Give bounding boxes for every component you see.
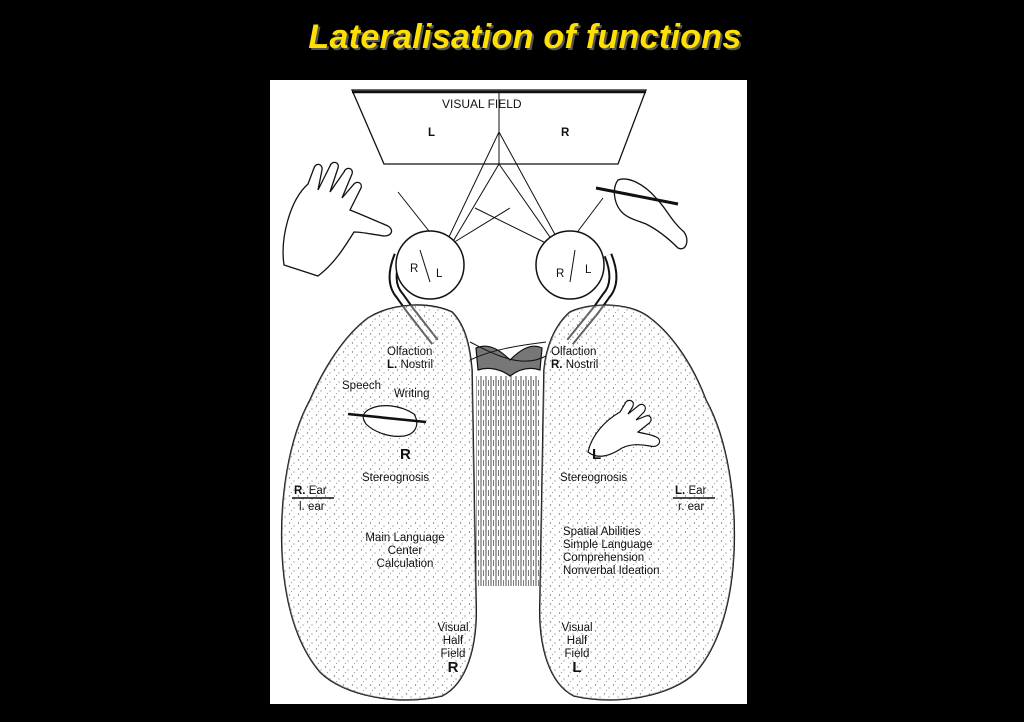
left-hemisphere-side-letter: R [400,446,411,463]
stereognosis-hand-icon [587,399,661,457]
slide-title: Lateralisation of functions [308,18,742,56]
corpus-callosum [476,376,540,586]
right-olfaction-label: Olfaction [551,346,597,358]
brain-lateralisation-figure: VISUAL FIELD L R R L R L Olfaction L. No… [270,80,747,704]
left-hand-icon [282,161,393,277]
right-nostril-label: R. Nostril [551,359,599,371]
visual-field-left-label: L [428,127,436,139]
right-stereognosis-label: Stereognosis [560,472,628,484]
left-eye-l-label: L [436,268,443,280]
right-ear-weak-label: r. ear [678,501,705,513]
left-eyeball [388,230,465,345]
right-ear-strong-label: L. Ear [675,485,707,497]
speech-label: Speech [342,380,382,392]
optic-chiasm [469,341,547,377]
left-olfaction-label: Olfaction [387,346,433,358]
left-hemisphere [280,304,477,701]
left-ear-strong-label: R. Ear [294,485,327,497]
right-abilities-label: Spatial Abilities Simple Language Compre… [563,526,660,577]
visual-field-right-label: R [561,127,570,139]
writing-hand-icon [347,405,427,437]
left-ear-weak-label: l. ear [299,501,325,513]
left-eye-r-label: R [410,263,419,275]
visual-field-label: VISUAL FIELD [442,97,522,111]
visual-field-screen [351,89,647,165]
left-nostril-label: L. Nostril [387,359,434,371]
right-eye-r-label: R [556,268,565,280]
left-stereognosis-label: Stereognosis [362,472,430,484]
right-eyeball [535,230,618,345]
brain-diagram [280,89,736,701]
left-visual-half-field-label: Visual Half Field R [437,622,469,676]
writing-label: Writing [394,388,430,400]
right-hemisphere-side-letter: L [592,446,602,463]
right-eye-l-label: L [585,264,592,276]
right-hemisphere [539,304,736,701]
main-language-label: Main Language Center Calculation [365,532,445,570]
right-visual-half-field-label: Visual Half Field L [561,622,593,676]
right-hand-with-pen-icon [595,178,688,250]
